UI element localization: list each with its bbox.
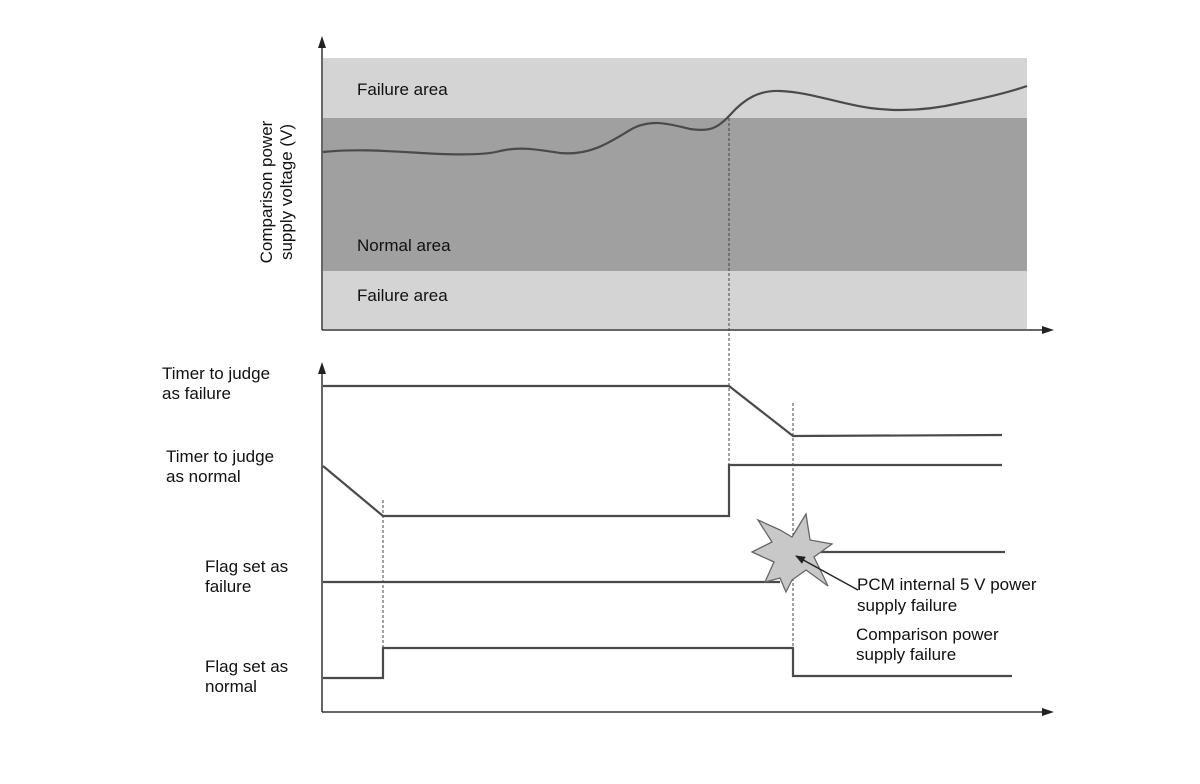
normal-area [323,118,1027,271]
label-flag-failure: Flag set as failure [205,557,288,596]
label-flag-normal: Flag set as normal [205,657,288,696]
label-timer-normal: Timer to judge as normal [166,447,274,486]
upper-failure-label: Failure area [357,80,448,99]
svg-text:PCM internal 5 V power: PCM internal 5 V power [857,575,1037,594]
pcm-failure-arrow [795,555,859,591]
label-timer-failure: Timer to judge as failure [162,364,270,403]
timing-chart: Timer to judge as failure Timer to judge… [162,362,1054,716]
flag-failure-trace [323,550,1005,584]
svg-text:normal: normal [205,677,257,696]
svg-text:Flag set as: Flag set as [205,657,288,676]
svg-text:Comparison power: Comparison power [257,120,276,263]
timer-failure-trace [323,384,1003,438]
timing-y-arrow [318,362,326,374]
voltage-x-arrow [1042,326,1054,334]
svg-text:Timer to judge: Timer to judge [162,364,270,383]
svg-text:Timer to judge: Timer to judge [166,447,274,466]
lower-failure-label: Failure area [357,286,448,305]
lower-failure-area [323,271,1027,329]
svg-text:supply failure: supply failure [856,645,956,664]
timing-x-arrow [1042,708,1054,716]
voltage-chart: Failure area Normal area Failure area Co… [257,36,1054,334]
svg-text:Comparison power: Comparison power [856,625,999,644]
timer-normal-trace [322,463,1002,518]
explosion-burst-icon [750,512,834,594]
svg-text:as failure: as failure [162,384,231,403]
svg-text:supply voltage (V): supply voltage (V) [277,124,296,260]
svg-text:Flag set as: Flag set as [205,557,288,576]
svg-text:failure: failure [205,577,251,596]
voltage-y-axis-label: Comparison power supply voltage (V) [257,120,296,263]
upper-failure-area [323,58,1027,118]
svg-text:supply failure: supply failure [857,596,957,615]
normal-area-label: Normal area [357,236,451,255]
voltage-y-arrow [318,36,326,48]
annotation-pcm-failure: PCM internal 5 V power supply failure [857,575,1037,615]
voltage-curve [322,84,1028,156]
svg-text:as normal: as normal [166,467,241,486]
annotation-comparison-failure: Comparison power supply failure [856,625,999,664]
flag-normal-trace [323,646,1012,680]
